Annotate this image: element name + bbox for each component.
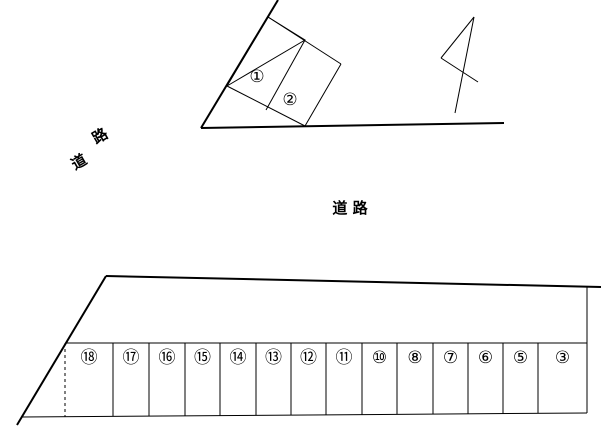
top-lot-road-edge [200,122,505,129]
space-number: ⑥ [478,348,493,368]
space-number: ⑯ [159,348,176,368]
space-number: ⑱ [81,348,98,368]
bottom-lot-top-boundary [105,275,602,288]
north-arrow-head-bottom [440,57,479,83]
space-number: ⑬ [265,348,282,368]
space-number-1: ① [249,67,264,87]
road-label-main: 道 路 [332,199,368,217]
north-arrow-head-left [440,16,475,59]
top-lot-spaces-frame-a [226,16,306,87]
north-arrow-shaft [454,16,475,114]
space-number: ⑦ [443,348,458,368]
top-lot-spaces-bottom-edge [226,85,306,127]
bottom-lot-left-boundary [16,275,107,426]
space-number: ⑫ [300,348,317,368]
space-number: ⑩ [372,348,387,368]
space-number: ⑭ [230,348,247,368]
north-arrow-icon [440,16,479,114]
space-number: ⑧ [407,348,422,368]
bottom-lot-spaces-bottom-edge [21,412,588,418]
space-number: ⑤ [513,348,528,368]
space-number-2: ② [282,90,297,110]
space-number: ③ [555,348,570,368]
top-lot-space-divider [265,39,306,111]
space-dividers [112,343,539,417]
space-number: ⑰ [123,348,140,368]
space-number: ⑪ [336,348,353,368]
top-lot-spaces-right-edge [304,63,342,127]
road-label-diagonal-1: 路 [89,124,112,148]
space-number: ⑮ [194,348,211,368]
road-label-diagonal-2: 道 [68,150,90,173]
top-lot: ① ② [200,0,505,129]
